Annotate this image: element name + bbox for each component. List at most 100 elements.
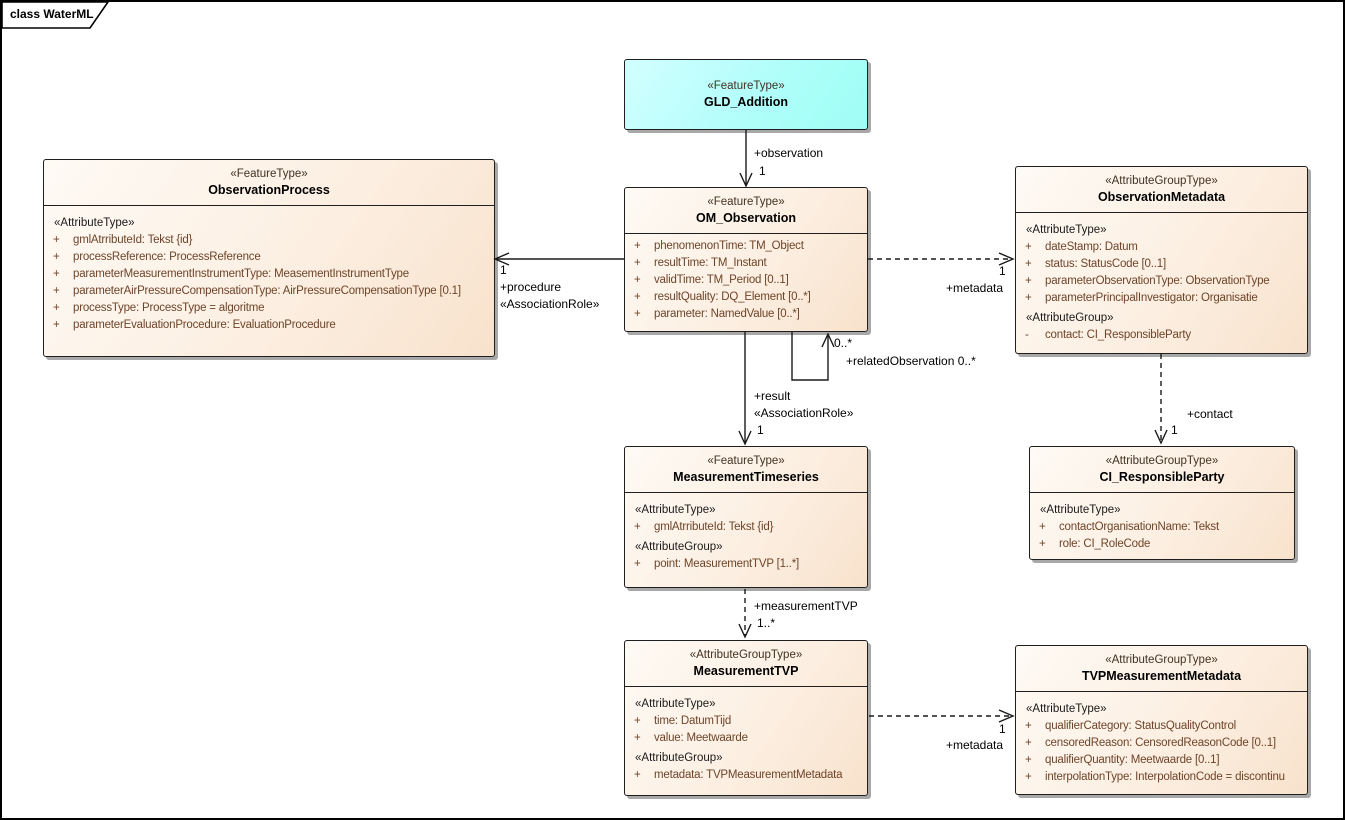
role-label-result: +result <box>754 389 791 403</box>
multiplicity-label-contact: 1 <box>1171 423 1178 437</box>
role-label-related-observation: +relatedObservation 0..* <box>846 354 976 368</box>
class-TVPMeasurementMetadata[interactable]: «AttributeGroupType» TVPMeasurementMetad… <box>1015 645 1308 795</box>
attributes-compartment: «AttributeType» + gmlAtrributeId: Tekst {i… <box>44 206 494 356</box>
attribute-text: qualifierQuantity: Meetwaarde [0..1] <box>1045 754 1220 766</box>
visibility-sign: + <box>53 319 60 331</box>
frame-tab-label: class WaterML <box>10 7 94 21</box>
attribute-row: +metadata: TVPMeasurementMetadata <box>632 767 863 784</box>
attribute-text: time: DatumTijd <box>654 715 732 727</box>
role-label-observation: +observation <box>754 146 824 160</box>
class-header: «FeatureType» GLD_Addition <box>625 60 867 129</box>
visibility-sign: + <box>634 257 641 269</box>
attributes-compartment: «AttributeType»+dateStamp: Datum+status:… <box>1016 213 1307 353</box>
connector-related-observation <box>791 332 829 381</box>
attribute-group-header: «AttributeType» <box>635 504 716 516</box>
class-stereotype: «AttributeGroupType» <box>689 649 803 661</box>
stereotype-label-procedure: «AssociationRole» <box>500 297 600 311</box>
role-label-metadata-observation: +metadata <box>946 281 1004 295</box>
class-stereotype: «FeatureType» <box>230 168 308 180</box>
attribute-group-header: «AttributeType» <box>54 217 135 229</box>
multiplicity-label-measurement-tvp: 1..* <box>757 616 776 630</box>
attribute-row: +time: DatumTijd <box>632 713 863 730</box>
class-name: CI_ResponsibleParty <box>1099 470 1225 484</box>
visibility-sign: + <box>634 240 641 252</box>
class-stereotype: «AttributeGroupType» <box>1105 175 1218 187</box>
attribute-row: +status: StatusCode [0..1] <box>1023 256 1303 273</box>
class-CI_ResponsibleParty[interactable]: «AttributeGroupType» CI_ResponsibleParty… <box>1029 446 1295 560</box>
visibility-sign: + <box>1025 258 1032 270</box>
attribute-text: parameterMeasurementInstrumentType: Meas… <box>73 268 409 280</box>
attribute-row: + gmlAtrributeId: Tekst {id} <box>51 232 490 249</box>
attribute-text: resultTime: TM_Instant <box>654 257 767 269</box>
attribute-row: + processType: ProcessType = algoritme <box>51 300 490 317</box>
attribute-row: +point: MeasurementTVP [1..*] <box>632 556 863 573</box>
attribute-text: parameterObservationType: ObservationTyp… <box>1045 275 1270 287</box>
visibility-sign: + <box>1025 292 1032 304</box>
attribute-text: gmlAtrributeId: Tekst {id} <box>73 234 193 246</box>
attributes-compartment: «AttributeType»+gmlAtrributeId: Tekst {i… <box>625 493 867 587</box>
visibility-sign: + <box>634 558 641 570</box>
attribute-text: phenomenonTime: TM_Object <box>654 240 804 252</box>
attribute-text: resultQuality: DQ_Element [0..*] <box>654 291 811 303</box>
attribute-text: contactOrganisationName: Tekst <box>1059 521 1219 533</box>
attribute-row: +processReference: ProcessReference <box>51 249 490 266</box>
visibility-sign: + <box>1025 241 1032 253</box>
attribute-text: value: Meetwaarde <box>654 732 748 744</box>
visibility-sign: + <box>634 308 641 320</box>
class-name: ObservationProcess <box>208 183 330 197</box>
attribute-row: +value: Meetwaarde <box>632 730 863 747</box>
role-label-metadata-tvp: +metadata <box>946 738 1004 752</box>
multiplicity-label-procedure: 1 <box>500 263 507 277</box>
visibility-sign: + <box>53 285 60 297</box>
attribute-group-header: «AttributeType» <box>1040 504 1121 516</box>
class-name: MeasurementTVP <box>693 664 799 678</box>
attribute-row: -contact: CI_ResponsibleParty <box>1023 327 1303 344</box>
attribute-group-header: «AttributeGroup» <box>635 541 723 553</box>
visibility-sign: + <box>53 302 60 314</box>
class-stereotype: «AttributeGroupType» <box>1105 455 1219 467</box>
visibility-sign: + <box>1025 720 1032 732</box>
attribute-row: + phenomenonTime: TM_Object <box>632 238 863 255</box>
class-OM_Observation[interactable]: «FeatureType» OM_Observation +phenomenon… <box>624 187 868 332</box>
class-name: OM_Observation <box>695 211 797 225</box>
multiplicity-label-related-observation: 0..* <box>834 336 853 350</box>
attribute-row: +resultQuality: DQ_Element [0..*] <box>632 289 863 306</box>
attribute-row: +contactOrganisationName: Tekst <box>1037 519 1290 536</box>
multiplicity-label-metadata-tvp: 1 <box>999 722 1006 736</box>
attribute-row: +parameterPrincipalInvestigator: Organis… <box>1023 290 1303 307</box>
attribute-text: parameterAirPressureCompensationType: Ai… <box>73 285 461 297</box>
attribute-text: validTime: TM_Period [0..1] <box>654 274 789 286</box>
multiplicity-label-result: 1 <box>757 423 764 437</box>
class-MeasurementTimeseries[interactable]: «FeatureType» MeasurementTimeseries «Att… <box>624 446 868 588</box>
visibility-sign: - <box>1025 329 1029 341</box>
attribute-row: + dateStamp: Datum <box>1023 239 1303 256</box>
attribute-row: +qualifierCategory: StatusQualityControl <box>1023 718 1303 735</box>
visibility-sign: + <box>634 521 641 533</box>
attribute-text: processType: ProcessType = algoritme <box>73 302 265 314</box>
attributes-compartment: «AttributeType»+time: DatumTijd+value: M… <box>625 687 867 795</box>
arrowhead-observation <box>739 172 753 188</box>
class-stereotype: «FeatureType» <box>707 80 785 92</box>
attribute-text: metadata: TVPMeasurementMetadata <box>654 769 843 781</box>
class-header: «FeatureType» ObservationProcess <box>44 160 494 206</box>
visibility-sign: + <box>53 234 60 246</box>
visibility-sign: + <box>1025 275 1032 287</box>
attribute-row: + parameterObservationType: ObservationTy… <box>1023 273 1303 290</box>
class-GLD_Addition[interactable]: «FeatureType» GLD_Addition <box>624 59 868 130</box>
arrowhead-measurement-tvp <box>738 623 752 639</box>
attribute-text: censoredReason: CensoredReasonCode [0..1… <box>1045 737 1276 749</box>
visibility-sign: + <box>1039 538 1046 550</box>
class-MeasurementTVP[interactable]: «AttributeGroupType» MeasurementTVP «Att… <box>624 640 868 796</box>
attribute-row: +parameter: NamedValue [0..*] <box>632 306 863 323</box>
role-label-measurement-tvp: +measurementTVP <box>754 599 858 613</box>
class-ObservationMetadata[interactable]: «AttributeGroupType» ObservationMetadata… <box>1015 166 1308 354</box>
class-header: «AttributeGroupType» CI_ResponsibleParty <box>1030 447 1294 493</box>
frame-tab-shape <box>2 2 109 29</box>
attribute-group-header: «AttributeType» <box>1026 703 1107 715</box>
attribute-group-header: «AttributeGroup» <box>635 752 723 764</box>
class-header: «FeatureType» MeasurementTimeseries <box>625 447 867 493</box>
role-label-procedure: +procedure <box>500 280 562 294</box>
attribute-text: dateStamp: Datum <box>1045 241 1138 253</box>
class-ObservationProcess[interactable]: «FeatureType» ObservationProcess «Attrib… <box>43 159 495 357</box>
